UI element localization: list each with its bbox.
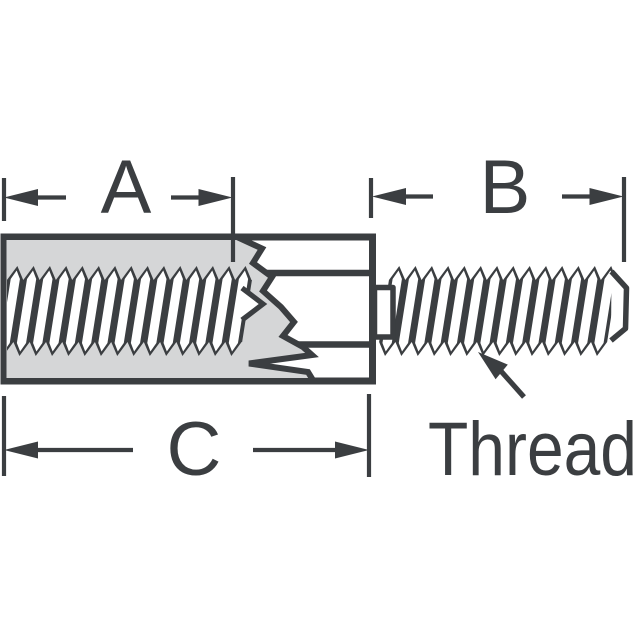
dimension-a: A — [1, 145, 236, 262]
arrowhead-left-icon — [4, 441, 38, 459]
arrowhead-right-icon — [589, 188, 624, 205]
dimension-c: C — [1, 394, 372, 492]
dimension-b: B — [368, 145, 627, 262]
arrowhead-left-icon — [4, 189, 38, 206]
external-thread-flanks — [382, 270, 614, 352]
dimension-a-label: A — [101, 145, 152, 230]
arrowhead-left-icon — [372, 188, 406, 205]
dimension-c-label: C — [167, 407, 222, 492]
internal-thread — [7, 266, 252, 356]
external-thread-stud — [371, 266, 630, 356]
thread-label: Thread — [428, 407, 637, 492]
stud-shank — [371, 284, 396, 340]
internal-thread-flanks — [7, 270, 249, 352]
arrowhead-right-icon — [198, 189, 233, 206]
thread-callout: Thread — [428, 352, 637, 492]
stud-chamfered-tip — [609, 269, 630, 343]
dimension-b-label: B — [480, 145, 531, 230]
internal-thread-runout-tip — [240, 285, 268, 323]
callout-arrowhead-icon — [478, 352, 508, 380]
callout-arrow-shaft — [498, 368, 526, 399]
arrowhead-right-icon — [335, 441, 369, 459]
